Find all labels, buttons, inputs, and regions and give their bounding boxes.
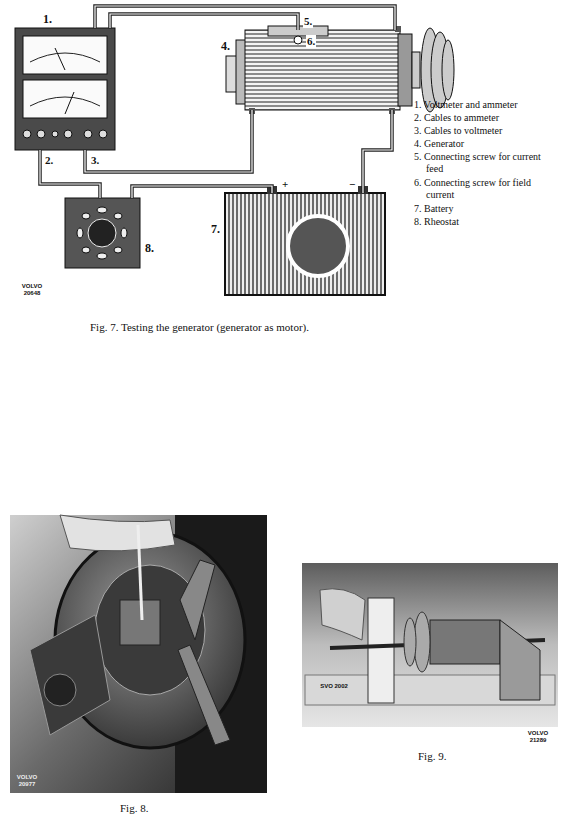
callout-label: − <box>348 178 356 191</box>
key-entry: 6. Connecting screw for field current <box>414 177 550 201</box>
cable <box>95 6 395 30</box>
callout-label: VOLVO 20977 <box>13 774 41 787</box>
cable-outline <box>132 186 272 198</box>
key-entry: 1. Voltmeter and ammeter <box>414 99 550 111</box>
callout-label: 5. <box>303 15 313 28</box>
callout-number: 7. <box>211 223 220 235</box>
photo-fig9 <box>302 563 558 727</box>
figure-caption: Fig. 7. Testing the generator (generator… <box>90 321 309 334</box>
callout-number: 4. <box>221 40 230 52</box>
cable <box>110 14 298 30</box>
callout-label: VOLVO 20648 <box>18 283 46 296</box>
callout-label: Fig. 8. <box>120 802 148 815</box>
callout-label: SVO 2002 <box>314 683 354 690</box>
cable-outline <box>95 6 395 30</box>
cable-outline <box>363 110 392 193</box>
cable <box>40 150 100 198</box>
cable-outline <box>110 14 298 30</box>
key-entry: 3. Cables to voltmeter <box>414 125 550 137</box>
callout-number: 8. <box>145 242 154 254</box>
callout-label: 3. <box>90 154 100 167</box>
meter-panel <box>15 28 115 150</box>
battery: 7. <box>225 193 385 295</box>
rheostat <box>65 198 140 268</box>
cable <box>363 110 392 193</box>
battery <box>225 186 385 295</box>
cable <box>132 186 272 198</box>
cable <box>85 110 252 172</box>
key-entry: 5. Connecting screw for current feed <box>414 151 550 175</box>
cable-outline <box>40 150 100 198</box>
key-entry: 7. Battery <box>414 203 550 215</box>
key-entry: 2. Cables to ammeter <box>414 112 550 124</box>
callout-label: VOLVO 21289 <box>524 730 552 743</box>
callout-label: 6. <box>306 35 316 48</box>
callout-label: Fig. 9. <box>418 750 446 763</box>
callout-label: 2. <box>44 154 54 167</box>
meter-panel: 1. <box>15 28 115 150</box>
key-entry: 4. Generator <box>414 138 550 150</box>
cable-outline <box>85 110 252 172</box>
rheostat: 8. <box>65 198 140 268</box>
photo-fig8 <box>10 515 267 793</box>
key-entry: 8. Rheostat <box>414 216 550 228</box>
callout-number: 1. <box>43 13 52 25</box>
generator: 4. <box>245 30 400 110</box>
callout-label: + <box>281 178 289 191</box>
